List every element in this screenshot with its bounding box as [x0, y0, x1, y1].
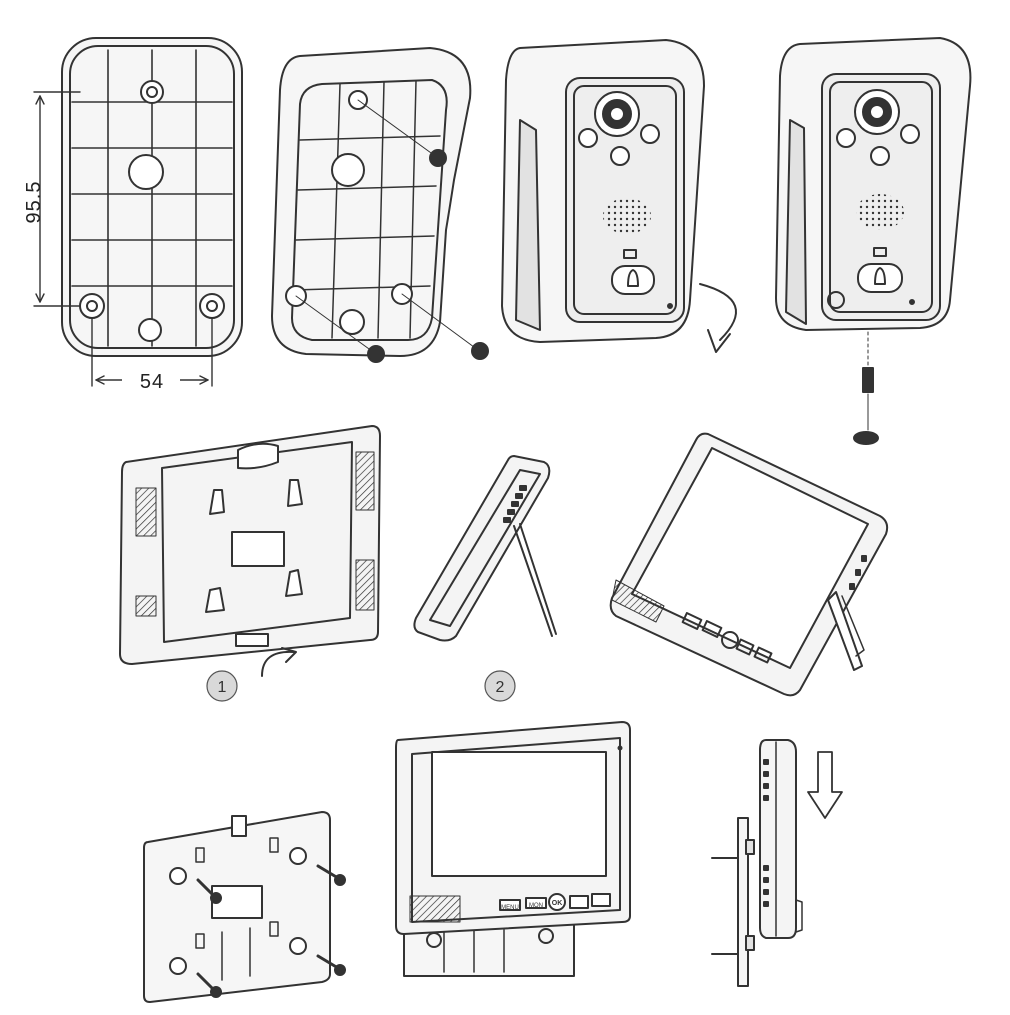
step-2-label: 2: [496, 679, 505, 696]
ok-button: [548, 893, 566, 911]
step-1-label: 1: [218, 679, 227, 696]
monitor-button-row: [499, 893, 611, 911]
talk-button: [591, 893, 611, 907]
ok-button-label: OK: [552, 900, 563, 907]
door-unit-bracket-back: [33, 37, 243, 387]
door-unit-complete: [775, 37, 972, 445]
monitor-on-stand: [609, 432, 889, 697]
height-dimension-label: 95.5: [23, 181, 45, 224]
monitor-side-with-stand: [413, 455, 557, 702]
wall-plate: [143, 811, 346, 1003]
mon-button-label: MON: [529, 903, 543, 909]
door-unit-install: [501, 39, 737, 353]
monitor-slide-down-side: [711, 739, 843, 987]
unlock-button: [569, 895, 589, 909]
menu-button: [499, 899, 521, 911]
monitor-back-view: [119, 425, 381, 702]
mon-button: [525, 897, 547, 909]
menu-button-label: MENU: [501, 905, 519, 911]
door-unit-bracket-perspective: [271, 47, 489, 363]
width-dimension-label: 54: [140, 371, 164, 393]
monitor-mounted-front: [395, 721, 631, 977]
